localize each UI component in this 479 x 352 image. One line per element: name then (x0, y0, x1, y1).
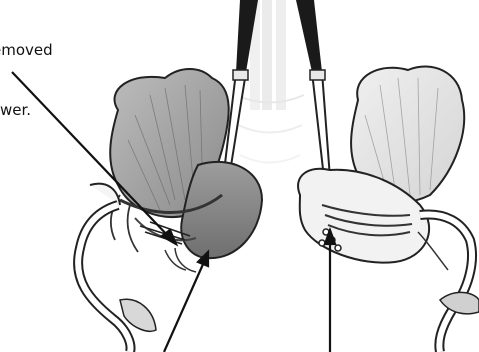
arrow-to-left-keel (164, 262, 204, 352)
